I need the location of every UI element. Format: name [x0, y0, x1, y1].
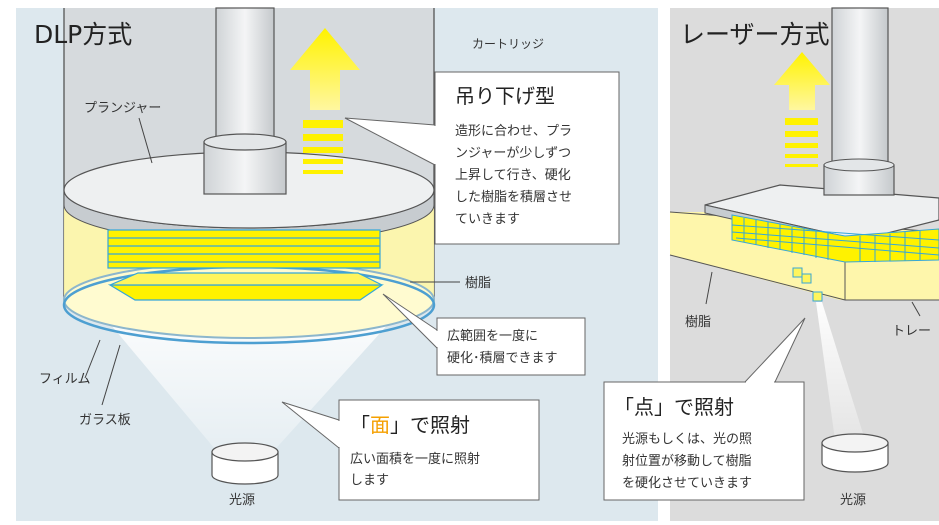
glass-label: ガラス板 [79, 413, 131, 428]
callout-wide-area: 広範囲を一度に 硬化･積層できます [382, 293, 586, 376]
surface-title-suffix: 」で照射 [390, 413, 470, 437]
plunger-label: プランジャー [84, 101, 161, 116]
tray-label: トレー [892, 324, 931, 339]
surface-title-highlight: 面 [370, 413, 390, 437]
callout-hang-title: 吊り下げ型 [455, 84, 555, 108]
callout-surface-line: します [350, 473, 389, 488]
film-label: フィルム [39, 372, 90, 387]
dlp-light-source-icon [211, 442, 279, 485]
laser-light-source-icon [821, 433, 889, 473]
callout-point: 「点」で照射 光源もしくは、光の照 射位置が移動して樹脂 を硬化させていきます [603, 317, 806, 501]
callout-hang-line: ていきます [455, 212, 520, 227]
callout-hang-line: した樹脂を積層させ [455, 190, 572, 205]
laser-voxel-grid [731, 214, 939, 302]
dlp-title: DLP方式 [34, 20, 132, 49]
callout-surface-line: 広い面積を一度に照射 [350, 451, 480, 467]
callout-hang-line: 造形に合わせ、プラ [455, 124, 572, 139]
plunger-shaft [215, 7, 275, 149]
callout-point-title: 「点」で照射 [614, 395, 734, 419]
callout-wide-line: 硬化･積層できます [447, 351, 558, 366]
callout-point-line: 射位置が移動して樹脂 [622, 453, 752, 469]
cartridge-label: カートリッジ [472, 37, 544, 51]
callout-point-line: を硬化させていきます [622, 476, 752, 491]
callout-surface-title: 「面」で照射 [350, 413, 470, 437]
callout-hang-line: 上昇して行き、硬化 [455, 168, 571, 183]
plunger-collar [203, 141, 287, 195]
cured-layers [107, 229, 384, 301]
callout-hang-line: ンジャーが少しずつ [455, 146, 571, 161]
dlp-light-source-label: 光源 [229, 493, 255, 508]
laser-light-source-label: 光源 [840, 493, 866, 508]
callout-wide-line: 広範囲を一度に [447, 328, 538, 344]
laser-beam [816, 302, 865, 440]
surface-title-prefix: 「 [350, 413, 370, 437]
laser-title: レーザー方式 [680, 20, 830, 49]
dlp-panel: DLP方式 カートリッジ プランジャー 樹脂 フィルム ガラス板 光源 吊り下げ… [16, 7, 658, 521]
up-arrow-icon [290, 28, 360, 174]
laser-resin-label: 樹脂 [685, 315, 711, 330]
callout-surface: 「面」で照射 広い面積を一度に照射 します [281, 399, 540, 501]
laser-shaft [831, 7, 889, 174]
laser-up-arrow-icon [774, 52, 830, 167]
callout-point-line: 光源もしくは、光の照 [622, 432, 752, 447]
resin-label: 樹脂 [465, 276, 491, 291]
callout-hang-type: 吊り下げ型 造形に合わせ、プラ ンジャーが少しずつ 上昇して行き、硬化 した樹脂… [344, 71, 620, 245]
